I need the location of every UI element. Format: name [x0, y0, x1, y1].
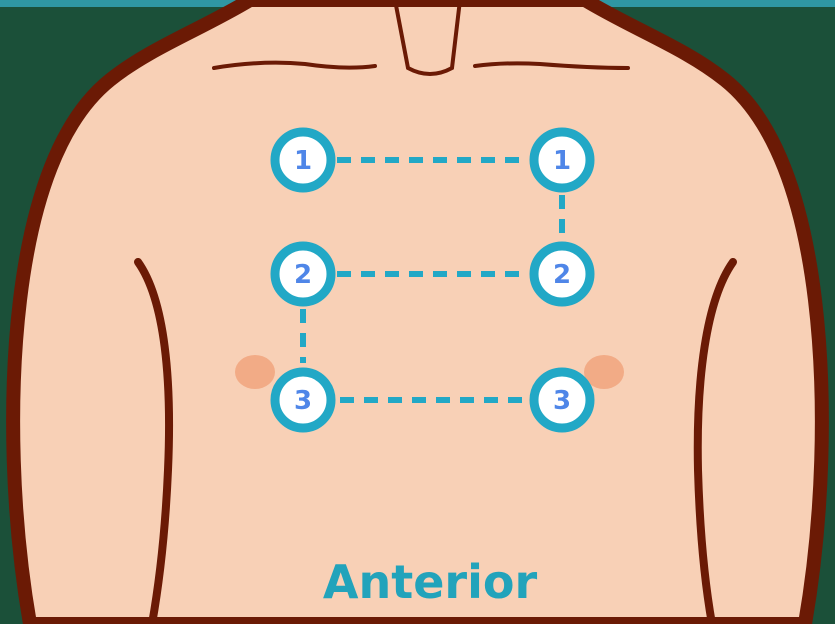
- auscultation-point-label: 2: [294, 260, 312, 290]
- auscultation-point-label: 2: [553, 260, 571, 290]
- auscultation-point-label: 1: [294, 146, 312, 176]
- left-nipple: [235, 355, 275, 389]
- view-caption: Anterior: [323, 555, 538, 609]
- auscultation-point-label: 1: [553, 146, 571, 176]
- auscultation-point-label: 3: [553, 386, 571, 416]
- auscultation-point-label: 3: [294, 386, 312, 416]
